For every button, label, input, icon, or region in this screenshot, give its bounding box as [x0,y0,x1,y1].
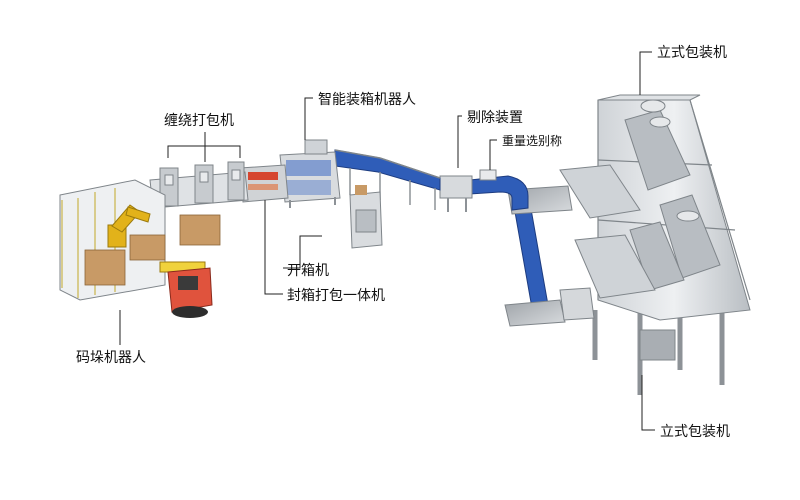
palletizing-cell [59,179,221,301]
leader-lines [119,51,655,431]
case-packing-robot [279,139,383,249]
label-stretch-wrapper: 缠绕打包机 [164,113,234,129]
label-vertical-packer-top: 立式包装机 [657,45,727,61]
label-case-sealer: 封箱打包一体机 [287,288,385,304]
label-smart-case-packer: 智能装箱机器人 [318,92,416,108]
vertical-packing-machines [559,94,751,395]
label-palletizing-robot: 码垛机器人 [76,350,146,366]
label-case-erector: 开箱机 [287,263,329,279]
label-vertical-packer-bottom: 立式包装机 [660,424,730,440]
forklift [159,261,213,318]
label-checkweigher: 重量选别称 [502,134,563,148]
label-reject-device: 剔除装置 [467,110,523,126]
checkweigher-section [439,169,529,212]
stretch-wrappers [149,161,249,209]
